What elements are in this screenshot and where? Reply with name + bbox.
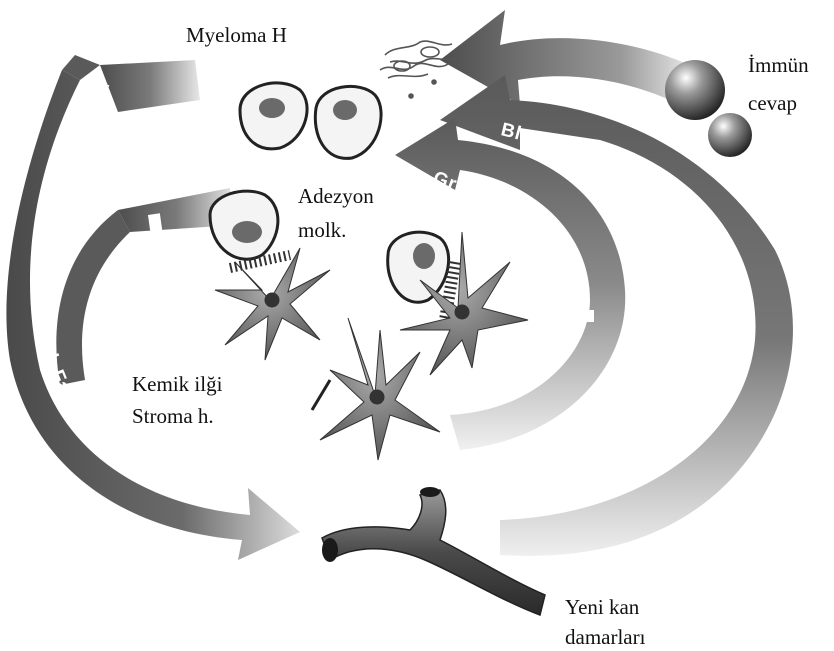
myeloma-cell-2 [315,86,381,158]
inner-left-arrow [56,188,235,385]
new-blood-vessels-label-line1: Yeni kan [565,594,639,620]
new-blood-vessels-label-line2: damarları [565,624,645,650]
immune-response-label-line1: İmmün [748,52,809,78]
immune-cell-sphere-2 [708,113,752,157]
bone-marrow-stroma-label-line2: Stroma h. [132,403,214,429]
stroma-cell-1 [215,248,330,360]
myeloma-cell-label: Myeloma H [186,22,287,48]
immune-cell-sphere-1 [665,60,725,120]
immune-response-label-line2: cevap [748,90,797,116]
myeloma-cell-1 [240,83,307,149]
bone-marrow-stroma-label-line1: Kemik ilği [132,371,222,397]
adhesion-molecule-label-line1: Adezyon [298,183,374,209]
adhered-myeloma-cell-left [210,191,290,268]
stroma-cell-2 [312,318,440,460]
cell-debris [380,41,456,98]
adhesion-molecule-label-line2: molk. [298,217,346,243]
